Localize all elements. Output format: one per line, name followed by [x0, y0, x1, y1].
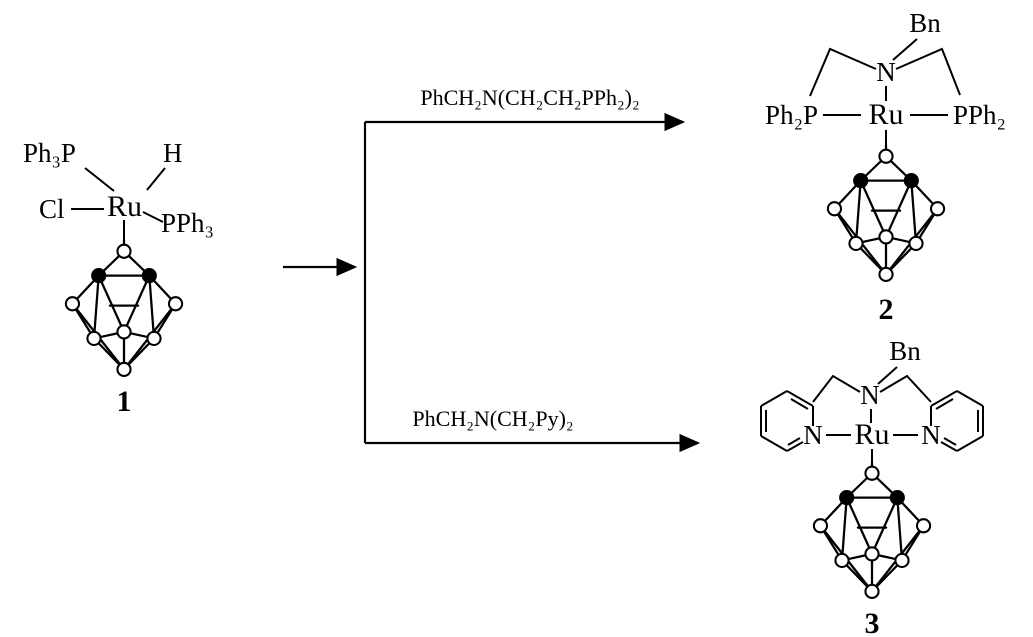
benzyl-label: Bn — [889, 336, 921, 366]
carborane-cage-icon — [812, 460, 932, 600]
compound-number-2: 2 — [879, 293, 894, 324]
arrow-system: PhCH₂N(CH₂CH₂PPh₂)₂ PhCH₂N(CH₂Py)₂ — [283, 85, 701, 453]
phosphine-right-label: PPh₂ — [953, 100, 1006, 130]
pyridine-ring-right — [930, 390, 984, 452]
structure-compound-3: Bn N N Ru N 3 — [760, 336, 984, 637]
carborane-cage-icon — [64, 238, 184, 378]
pyridine-ring-left — [760, 390, 814, 452]
carborane-cage-icon — [826, 143, 946, 283]
amine-n-label: N — [876, 57, 896, 87]
compound1-bonds — [71, 167, 166, 242]
compound3-bonds — [812, 366, 932, 465]
compound2-bonds — [809, 38, 961, 148]
pyridine-n-left-label: N — [803, 420, 823, 450]
amine-n-label: N — [860, 380, 880, 410]
pyridine-n-right-label: N — [921, 420, 941, 450]
ruthenium-label: Ru — [854, 418, 889, 451]
reagent-top-label: PhCH₂N(CH₂CH₂PPh₂)₂ — [420, 85, 639, 110]
phosphine-left-label: Ph₂P — [765, 100, 818, 130]
benzyl-label: Bn — [909, 8, 941, 38]
ligand-pph3-right-label: PPh₃ — [161, 208, 214, 238]
ruthenium-label: Ru — [107, 190, 142, 223]
chloride-label: Cl — [39, 194, 65, 224]
compound-number-1: 1 — [117, 385, 132, 418]
compound-number-3: 3 — [865, 607, 880, 637]
structure-compound-2: Bn N Ph₂P Ru PPh₂ 2 — [765, 8, 1006, 324]
ruthenium-label: Ru — [868, 98, 903, 131]
hydride-label: H — [163, 138, 183, 168]
ligand-pph3-top-label: Ph₃P — [23, 138, 76, 168]
reagent-bottom-label: PhCH₂N(CH₂Py)₂ — [412, 406, 573, 431]
structure-compound-1: Ph₃P H Cl Ru PPh₃ 1 — [23, 138, 214, 418]
